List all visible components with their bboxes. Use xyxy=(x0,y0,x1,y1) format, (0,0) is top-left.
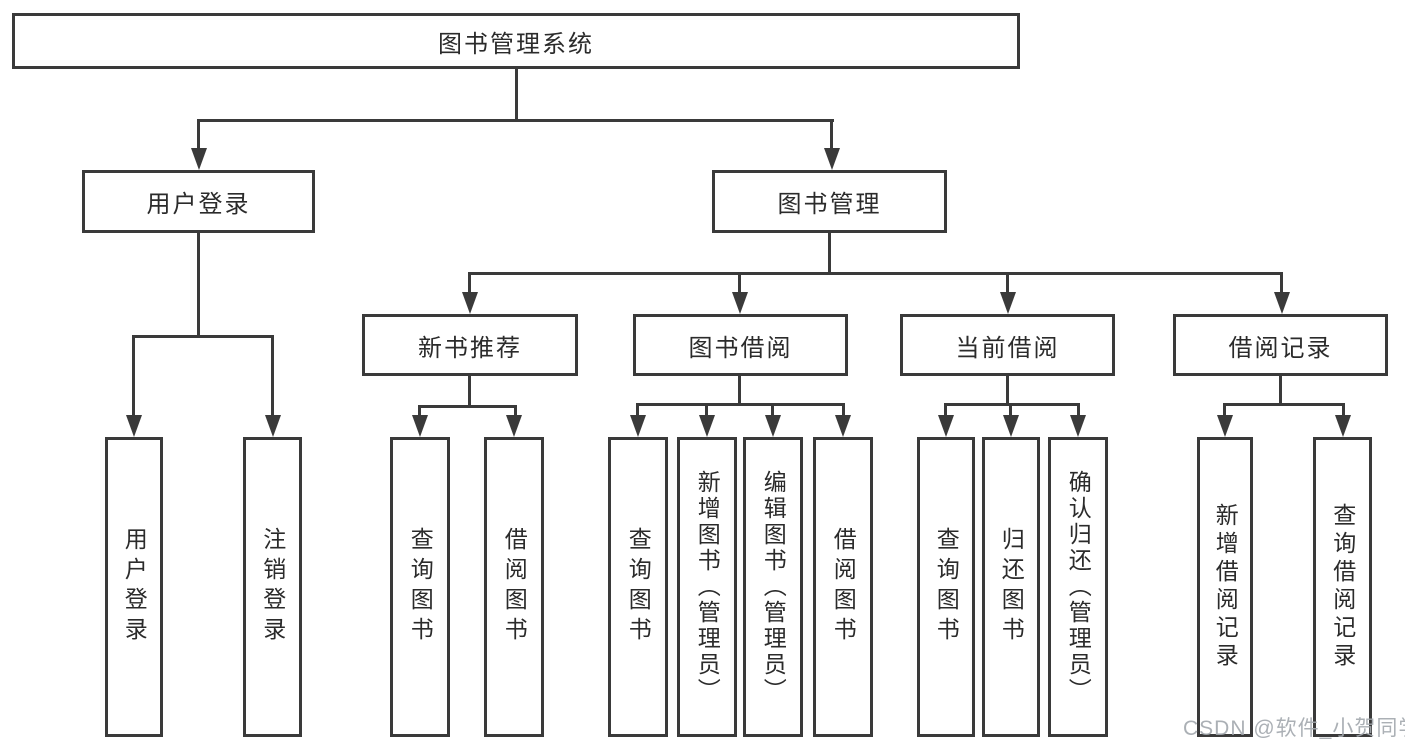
node-new-book-rec: 新书推荐 xyxy=(362,314,578,376)
connector-group4-drop xyxy=(1280,272,1283,294)
arrow-down-icon xyxy=(412,415,428,437)
connector-level3-split xyxy=(468,272,1283,275)
arrow-down-icon xyxy=(1217,415,1233,437)
node-root: 图书管理系统 xyxy=(12,13,1020,69)
arrow-down-icon xyxy=(191,148,207,170)
arrow-down-icon xyxy=(1335,415,1351,437)
leaf-query-borrow-record: 查询借阅记录 xyxy=(1313,437,1372,737)
arrow-down-icon xyxy=(835,415,851,437)
connector-g4-split xyxy=(1223,403,1345,406)
connector-login-leaf1-drop xyxy=(132,335,135,417)
leaf-logout: 注销登录 xyxy=(243,437,302,737)
leaf-rec-borrow-books-label: 借阅图书 xyxy=(501,527,528,647)
arrow-down-icon xyxy=(506,415,522,437)
node-root-label: 图书管理系统 xyxy=(438,30,594,58)
connector-group2-drop xyxy=(738,272,741,294)
node-book-mgmt-label: 图书管理 xyxy=(777,191,882,218)
leaf-confirm-return-admin-label: 确认归还（管理员） xyxy=(1065,470,1092,704)
leaf-add-book-admin: 新增图书（管理员） xyxy=(677,437,737,737)
node-book-borrow: 图书借阅 xyxy=(633,314,848,376)
connector-mgmt-drop xyxy=(830,119,833,150)
connector-g1-stem xyxy=(468,376,471,407)
connector-level1-split xyxy=(197,119,834,122)
connector-group1-drop xyxy=(468,272,471,294)
leaf-user-login-label: 用户登录 xyxy=(121,527,148,647)
leaf-rec-query-books-label: 查询图书 xyxy=(407,527,434,647)
node-current-borrow: 当前借阅 xyxy=(900,314,1115,376)
arrow-down-icon xyxy=(699,415,715,437)
arrow-down-icon xyxy=(462,292,478,314)
connector-g2-leaf4-drop xyxy=(842,403,845,417)
leaf-logout-label: 注销登录 xyxy=(259,527,286,647)
arrow-down-icon xyxy=(732,292,748,314)
leaf-current-query-books-label: 查询图书 xyxy=(933,527,960,647)
connector-g3-leaf1-drop xyxy=(944,403,947,417)
connector-g3-leaf2-drop xyxy=(1009,403,1012,417)
connector-root-stem xyxy=(515,69,518,121)
leaf-add-book-admin-label: 新增图书（管理员） xyxy=(694,470,721,704)
connector-g2-leaf3-drop xyxy=(771,403,774,417)
arrow-down-icon xyxy=(1070,415,1086,437)
leaf-edit-book-admin: 编辑图书（管理员） xyxy=(743,437,803,737)
leaf-return-book: 归还图书 xyxy=(982,437,1040,737)
leaf-return-book-label: 归还图书 xyxy=(998,527,1025,647)
connector-login-stem xyxy=(197,233,200,337)
connector-mgmt-stem xyxy=(828,233,831,274)
connector-g2-leaf1-drop xyxy=(636,403,639,417)
leaf-current-query-books: 查询图书 xyxy=(917,437,975,737)
connector-g3-leaf3-drop xyxy=(1077,403,1080,417)
node-borrow-records-label: 借阅记录 xyxy=(1228,334,1333,362)
connector-g2-leaf2-drop xyxy=(705,403,708,417)
leaf-borrow-query-books-label: 查询图书 xyxy=(625,527,652,647)
leaf-rec-borrow-books: 借阅图书 xyxy=(484,437,544,737)
arrow-down-icon xyxy=(126,415,142,437)
node-borrow-records: 借阅记录 xyxy=(1173,314,1388,376)
connector-g4-leaf2-drop xyxy=(1342,403,1345,417)
connector-login-leaf2-drop xyxy=(271,335,274,417)
leaf-rec-query-books: 查询图书 xyxy=(390,437,450,737)
node-new-book-rec-label: 新书推荐 xyxy=(418,334,522,362)
arrow-down-icon xyxy=(765,415,781,437)
leaf-add-borrow-record: 新增借阅记录 xyxy=(1197,437,1253,737)
leaf-borrow-book: 借阅图书 xyxy=(813,437,873,737)
leaf-query-borrow-record-label: 查询借阅记录 xyxy=(1329,503,1356,671)
leaf-borrow-query-books: 查询图书 xyxy=(608,437,668,737)
node-current-borrow-label: 当前借阅 xyxy=(955,334,1060,362)
connector-g3-stem xyxy=(1006,376,1009,405)
node-user-login-label: 用户登录 xyxy=(146,191,251,218)
connector-group3-drop xyxy=(1006,272,1009,294)
connector-g3-split xyxy=(944,403,1080,406)
connector-login-drop xyxy=(197,119,200,150)
node-user-login: 用户登录 xyxy=(82,170,315,233)
leaf-edit-book-admin-label: 编辑图书（管理员） xyxy=(760,470,787,704)
arrow-down-icon xyxy=(1000,292,1016,314)
connector-g1-split xyxy=(418,405,517,408)
node-book-mgmt: 图书管理 xyxy=(712,170,947,233)
leaf-user-login: 用户登录 xyxy=(105,437,163,737)
connector-g1-leaf1-drop xyxy=(418,405,421,417)
arrow-down-icon xyxy=(265,415,281,437)
connector-login-split xyxy=(132,335,274,338)
arrow-down-icon xyxy=(1274,292,1290,314)
leaf-confirm-return-admin: 确认归还（管理员） xyxy=(1048,437,1108,737)
watermark: CSDN @软件_小贺同学 xyxy=(1183,717,1405,740)
connector-g2-split xyxy=(636,403,845,406)
connector-g4-leaf1-drop xyxy=(1223,403,1226,417)
connector-g1-leaf2-drop xyxy=(514,405,517,417)
node-book-borrow-label: 图书借阅 xyxy=(688,334,793,362)
leaf-add-borrow-record-label: 新增借阅记录 xyxy=(1212,503,1239,671)
arrow-down-icon xyxy=(938,415,954,437)
arrow-down-icon xyxy=(824,148,840,170)
connector-g2-stem xyxy=(738,376,741,405)
leaf-borrow-book-label: 借阅图书 xyxy=(830,527,857,647)
arrow-down-icon xyxy=(630,415,646,437)
connector-g4-stem xyxy=(1279,376,1282,405)
arrow-down-icon xyxy=(1003,415,1019,437)
